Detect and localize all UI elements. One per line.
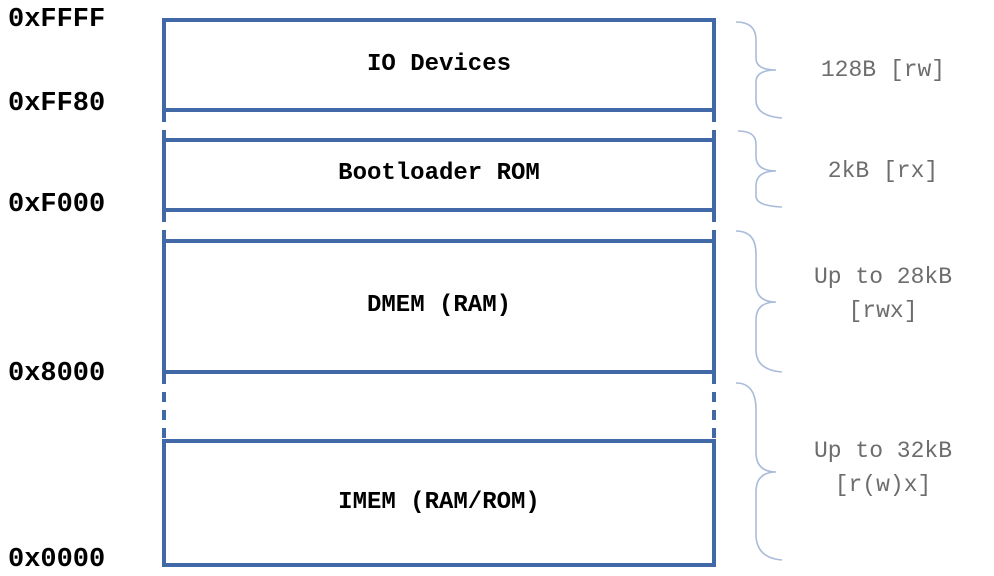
address-label-dmem-base: 0x8000 (8, 359, 106, 389)
io-size-brace (735, 21, 783, 119)
io-size-label: 128B [rw] (778, 53, 988, 87)
imem-label: IMEM (RAM/ROM) (338, 489, 540, 516)
dmem-size-text: Up to 28kB (813, 264, 953, 290)
imem-size-label: Up to 32kB [r(w)x] (778, 434, 988, 502)
imem-size-text: Up to 32kB (813, 438, 953, 464)
bootloader-rom-box (162, 138, 716, 212)
imem-size-brace (735, 382, 783, 561)
dmem-permissions-text: [rwx] (848, 298, 918, 324)
bootloader-size-label: 2kB [rx] (778, 154, 988, 188)
bootloader-rom-label: Bootloader ROM (338, 160, 540, 187)
address-label-io-base: 0xFF80 (8, 89, 106, 119)
bootloader-size-text: 2kB [rx] (827, 158, 939, 184)
address-label-boot-base: 0xF000 (8, 190, 106, 220)
io-devices-label: IO Devices (366, 51, 512, 78)
dmem-size-brace (735, 230, 783, 373)
dmem-size-label: Up to 28kB [rwx] (778, 260, 988, 328)
io-size-text: 128B [rw] (820, 57, 946, 83)
imem-box (162, 439, 716, 567)
imem-permissions-text: [r(w)x] (834, 472, 932, 498)
address-label-bottom: 0x0000 (8, 545, 106, 575)
dmem-label: DMEM (RAM) (366, 292, 512, 319)
gap-connectors (162, 112, 716, 439)
io-devices-box (162, 18, 716, 112)
address-label-top: 0xFFFF (8, 5, 106, 35)
bootloader-size-brace (737, 130, 783, 208)
dmem-box (162, 239, 716, 374)
